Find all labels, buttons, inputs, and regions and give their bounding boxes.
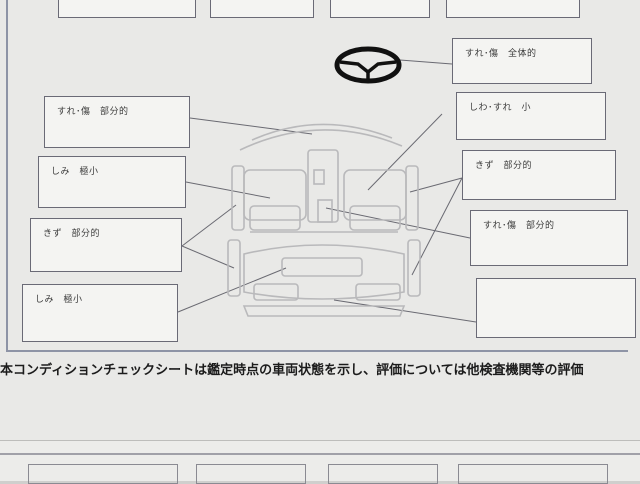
top-box-2 — [210, 0, 314, 18]
car-interior-diagram — [177, 46, 477, 323]
underlying-sheet-box — [196, 464, 306, 484]
disclaimer-text: 本コンディションチェックシートは鑑定時点の車両状態を示し、評価については他検査機… — [0, 363, 584, 378]
underlying-sheet-line — [0, 453, 640, 455]
underlying-sheet — [0, 440, 640, 481]
underlying-sheet-box — [458, 464, 608, 484]
damage-box-left-1: すれ･傷 部分的 — [44, 96, 190, 148]
underlying-sheet-box — [28, 464, 178, 484]
condition-check-sheet: すれ･傷 部分的 しみ 極小 きず 部分的 しみ 極小 すれ･傷 全体的 しわ･… — [0, 0, 640, 448]
damage-box-right-1: すれ･傷 全体的 — [452, 38, 592, 84]
top-box-1 — [58, 0, 196, 18]
damage-box-right-5 — [476, 278, 636, 338]
sheet-frame — [6, 0, 628, 352]
top-box-4 — [446, 0, 580, 18]
damage-box-right-3: きず 部分的 — [462, 150, 616, 200]
steering-wheel-icon — [334, 46, 402, 84]
damage-box-right-4: すれ･傷 部分的 — [470, 210, 628, 266]
damage-box-left-3: きず 部分的 — [30, 218, 182, 272]
damage-box-right-2: しわ･すれ 小 — [456, 92, 606, 140]
damage-box-left-4: しみ 極小 — [22, 284, 178, 342]
damage-box-left-2: しみ 極小 — [38, 156, 186, 208]
top-box-3 — [330, 0, 430, 18]
underlying-sheet-box — [328, 464, 438, 484]
